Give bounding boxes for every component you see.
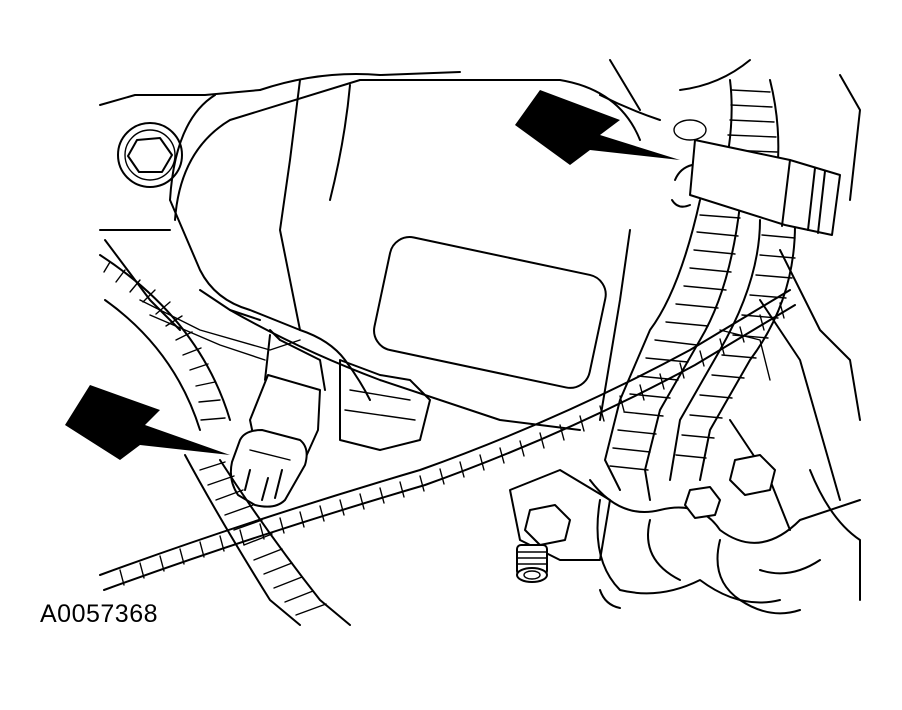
hex-bolt-icon: [117, 122, 183, 188]
coil-module: [139, 79, 641, 451]
arrow-icon: [515, 90, 680, 165]
figure-id-label: A0057368: [40, 600, 159, 628]
arrow-icon: [65, 385, 230, 460]
spark-plug: [509, 469, 611, 583]
shop-rag: [589, 454, 861, 615]
engine-casting: [99, 59, 861, 601]
wiring-loom-right: [604, 79, 796, 501]
wiring-harness-diagonal: [99, 289, 796, 591]
harness-clip: [671, 119, 841, 236]
wiring-loom-left: [99, 254, 351, 626]
spark-plug-connector: [229, 329, 326, 508]
